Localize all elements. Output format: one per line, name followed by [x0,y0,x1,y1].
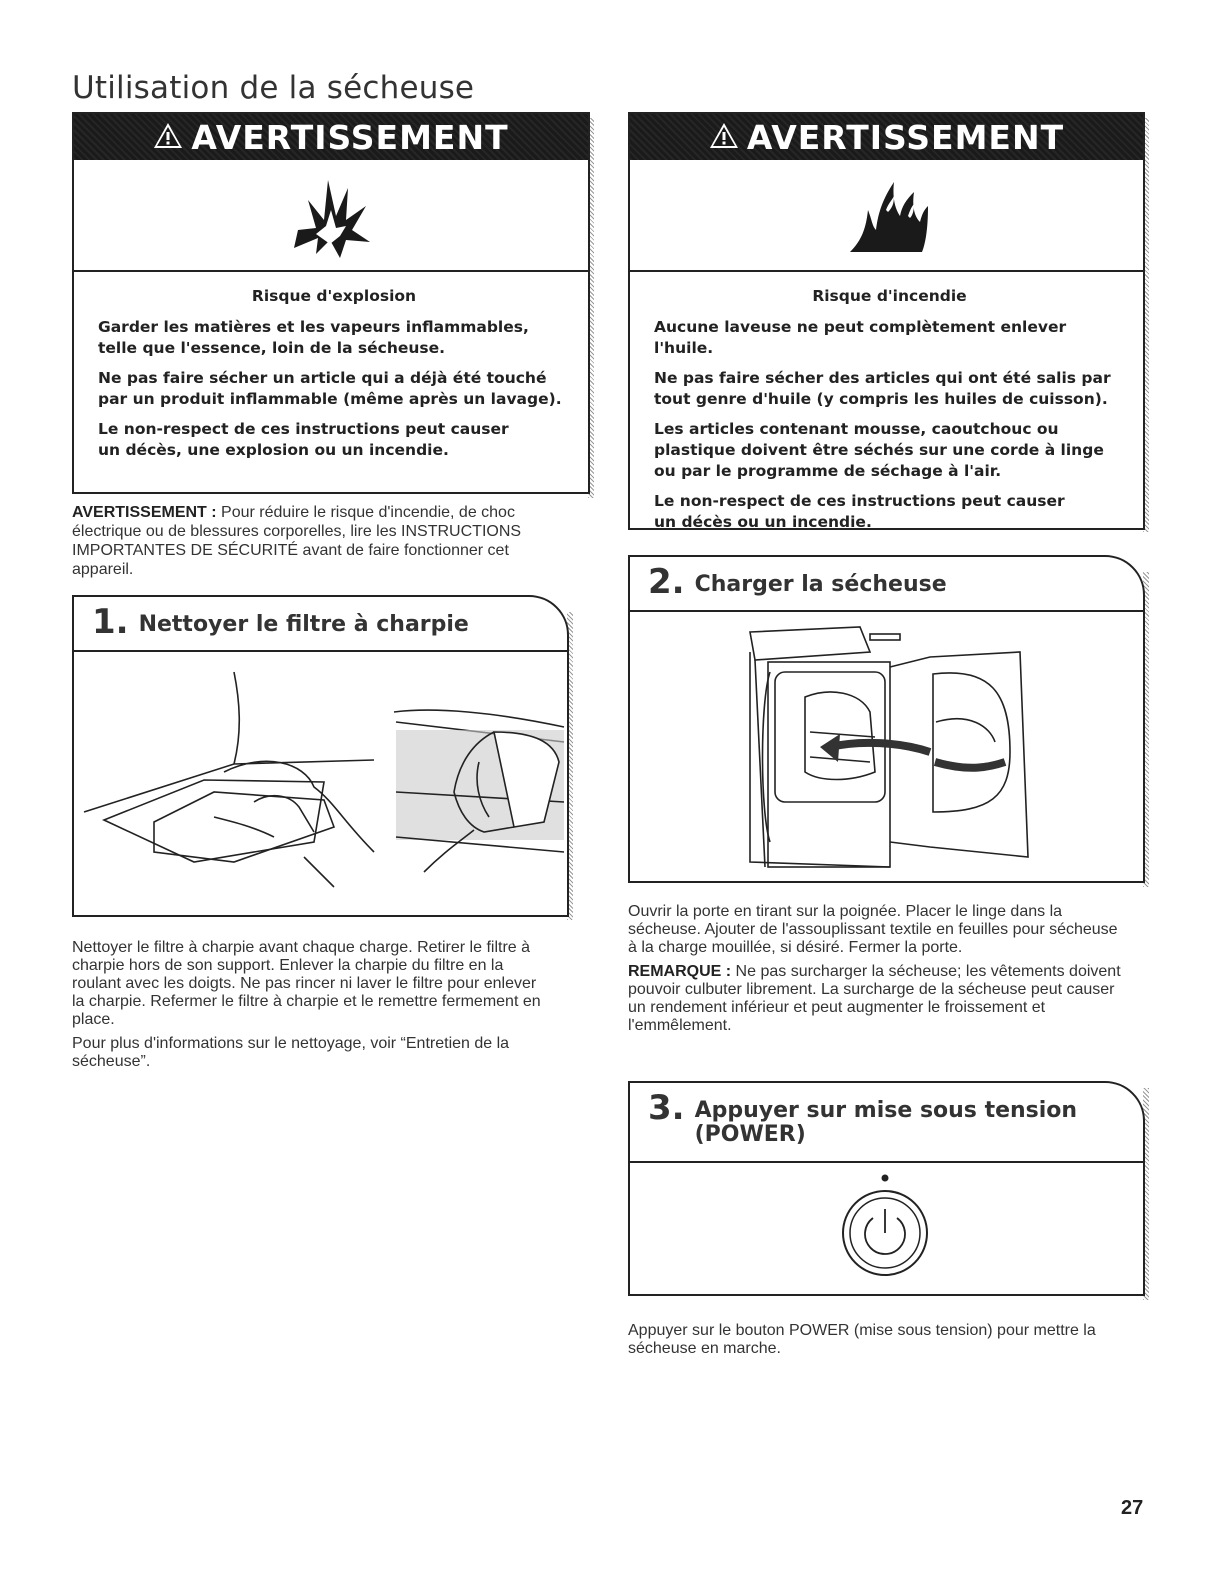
remark-label: REMARQUE : [628,963,732,980]
warning-header-text: AVERTISSEMENT [746,117,1065,157]
general-warning-note: AVERTISSEMENT : Pour réduire le risque d… [72,503,572,579]
warning-paragraph: Aucune laveuse ne peut complètement enle… [654,318,1067,357]
power-button-illustration [630,1163,1143,1294]
step3-panel: 3. Appuyer sur mise sous tension (POWER) [628,1081,1145,1296]
warning-paragraph: Les articles contenant mousse, caoutchou… [654,420,1104,480]
warning-header: AVERTISSEMENT [630,114,1143,160]
step3-title: Appuyer sur mise sous tension (POWER) [695,1093,1078,1147]
warning-header-text: AVERTISSEMENT [191,117,509,157]
general-warning-label: AVERTISSEMENT : [72,504,217,521]
risk-title: Risque d'incendie [812,287,967,305]
step1-title: Nettoyer le filtre à charpie [138,612,469,637]
step1-number: 1. [92,602,129,642]
warning-triangle-icon [153,118,183,157]
risk-title: Risque d'explosion [251,287,417,305]
panel-shadow [1143,1088,1149,1300]
explosion-icon [74,160,588,272]
lint-filter-illustration [74,652,567,915]
box-shadow [588,118,594,498]
warning-explosion-box: AVERTISSEMENT Risque d'explosion Garder … [72,112,590,494]
warning-paragraph: Garder les matières et les vapeurs infla… [98,318,529,357]
warning-body: Risque d'explosion Garder les matières e… [74,272,588,480]
box-shadow [1143,118,1149,532]
step2-title: Charger la sécheuse [694,572,947,597]
warning-header: AVERTISSEMENT [74,114,588,160]
step2-remark: REMARQUE : Ne pas surcharger la sécheuse… [628,963,1128,1035]
power-icon [841,1174,928,1276]
step3-number: 3. [648,1088,685,1128]
step3-text: Appuyer sur le bouton POWER (mise sous t… [628,1322,1096,1357]
dryer-loading-illustration [630,612,1143,881]
step2-panel: 2. Charger la sécheuse [628,555,1145,883]
panel-shadow [1143,572,1149,887]
warning-body: Risque d'incendie Aucune laveuse ne peut… [630,272,1143,552]
warning-paragraph: Ne pas faire sécher des articles qui ont… [654,369,1111,408]
fire-icon [630,160,1143,272]
step1-header: 1. Nettoyer le filtre à charpie [74,597,567,652]
step1-paragraph: Pour plus d'informations sur le nettoyag… [72,1035,510,1070]
remark-text: Ne pas surcharger la sécheuse; les vêtem… [628,963,1121,1034]
warning-triangle-icon [709,118,739,157]
step2-header: 2. Charger la sécheuse [630,557,1143,612]
warning-paragraph: Le non-respect de ces instructions peut … [98,420,509,459]
step1-instructions: Nettoyer le filtre à charpie avant chaqu… [72,939,552,1077]
panel-shadow [567,612,573,920]
step3-instructions: Appuyer sur le bouton POWER (mise sous t… [628,1322,1138,1364]
step2-paragraph: Ouvrir la porte en tirant sur la poignée… [628,903,1118,956]
warning-paragraph: Le non-respect de ces instructions peut … [654,492,1065,531]
step3-title-line1: Appuyer sur mise sous tension [694,1098,1078,1123]
warning-paragraph: Ne pas faire sécher un article qui a déj… [98,369,562,408]
step1-panel: 1. Nettoyer le filtre à charpie [72,595,569,917]
step3-header: 3. Appuyer sur mise sous tension (POWER) [630,1083,1143,1163]
step1-paragraph: Nettoyer le filtre à charpie avant chaqu… [72,939,541,1028]
warning-fire-box: AVERTISSEMENT Risque d'incendie Aucune l… [628,112,1145,531]
general-warning-text: Pour réduire le risque d'incendie, de ch… [72,504,522,578]
step2-instructions: Ouvrir la porte en tirant sur la poignée… [628,903,1128,1041]
step3-title-line2: (POWER) [694,1122,806,1147]
step2-number: 2. [648,562,685,602]
page-title: Utilisation de la sécheuse [72,70,475,106]
page-number: 27 [1121,1497,1144,1519]
